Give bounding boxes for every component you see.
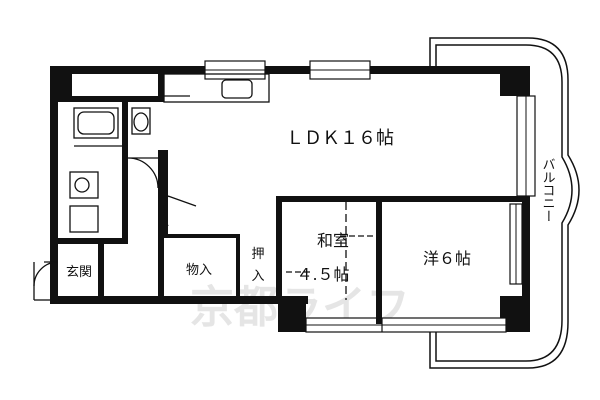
- room-label-genkan: 玄関: [66, 265, 92, 280]
- sink-icon: [221, 79, 253, 99]
- balcony: [429, 37, 580, 369]
- interior-walls: [58, 74, 522, 324]
- room-label-youshitsu: 洋６帖: [423, 249, 471, 268]
- windows: [204, 60, 536, 333]
- room-label-washitsu-size: ４.５帖: [296, 265, 349, 284]
- washbasin-icon: [69, 171, 99, 199]
- kitchen-counter: [163, 73, 270, 103]
- toilet-icon: [131, 107, 151, 135]
- room-label-washitsu: 和室: [317, 231, 349, 250]
- room-label-oshiire-1: 押: [251, 247, 264, 262]
- room-label-ldk: ＬＤＫ１６帖: [286, 128, 394, 149]
- room-label-oshiire-2: 入: [251, 269, 264, 284]
- room-label-monoire: 物入: [186, 263, 212, 278]
- room-label-balcony: バルコニー: [540, 158, 556, 223]
- washer-icon: [69, 205, 99, 233]
- bathtub-icon: [73, 107, 119, 139]
- fixtures: [33, 73, 376, 301]
